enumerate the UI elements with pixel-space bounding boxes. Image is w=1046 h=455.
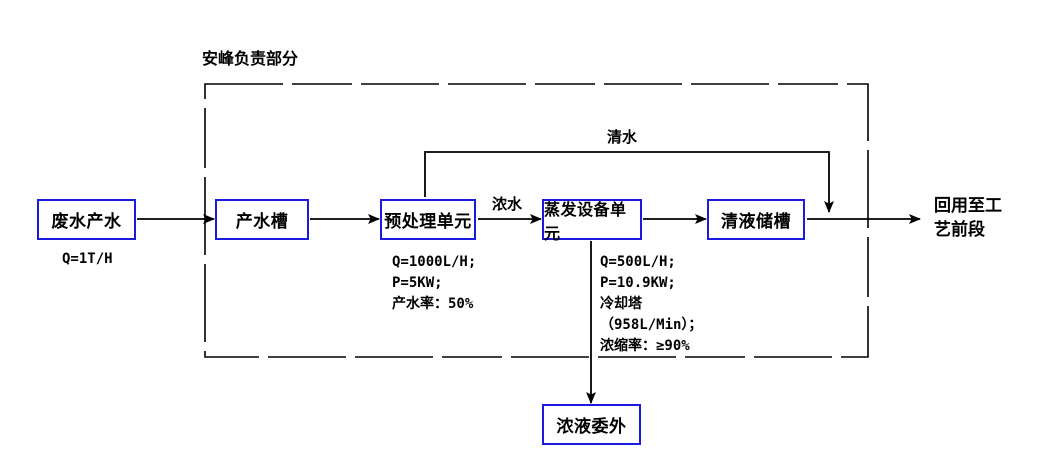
node-product-water-tank[interactable]: 产水槽 — [215, 199, 309, 240]
annotation-pretreatment: Q=1000L/H; P=5KW; 产水率：50% — [392, 254, 477, 312]
node-concentrate-outsourcing[interactable]: 浓液委外 — [542, 404, 641, 445]
edge-label-concentrated-water: 浓水 — [492, 195, 523, 213]
annotation-evaporation: Q=500L/H; P=10.9KW; 冷却塔 （958L/Min）； 浓缩率：… — [600, 254, 703, 354]
node-pretreatment-unit[interactable]: 预处理单元 — [380, 199, 476, 240]
group-title: 安峰负责部分 — [202, 49, 299, 68]
annotation-wastewater: Q=1T/H — [62, 251, 113, 267]
terminal-reuse-line2: 艺前段 — [934, 220, 985, 240]
edge-label-clean-water: 清水 — [607, 128, 638, 146]
node-wastewater[interactable]: 废水产水 — [37, 199, 136, 240]
node-clear-liquid-tank[interactable]: 清液储槽 — [707, 199, 805, 240]
terminal-reuse-line1: 回用至工 — [934, 196, 1002, 216]
node-evaporation-unit[interactable]: 蒸发设备单元 — [542, 199, 642, 243]
